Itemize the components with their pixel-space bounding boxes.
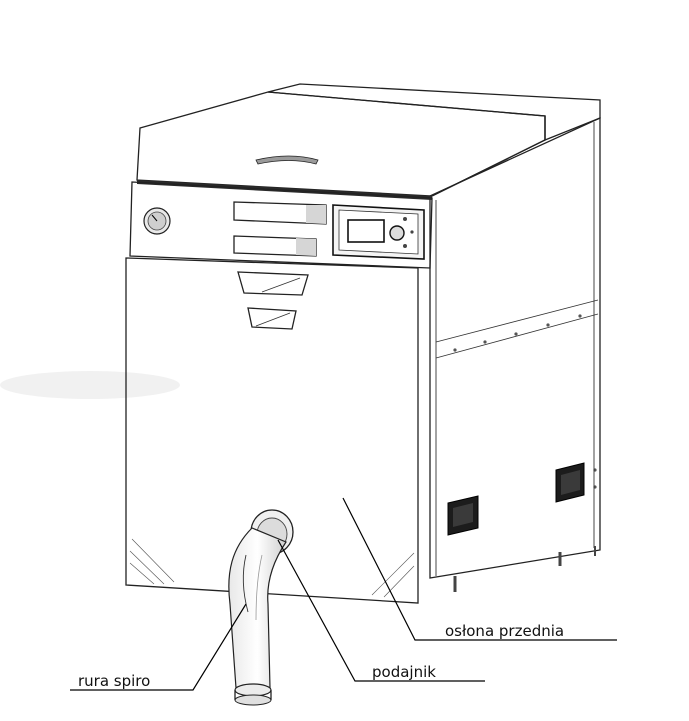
- vent-right: [369, 549, 415, 597]
- leader-oslona: [342, 497, 617, 641]
- leader-lines: [70, 497, 617, 691]
- label-rura-spiro: rura spiro: [78, 672, 150, 690]
- thermometer-gauge-icon: [143, 207, 171, 235]
- control-panel: [129, 181, 433, 269]
- leader-rura: [70, 603, 247, 691]
- side-handle-right: [555, 462, 585, 503]
- controller-display: [332, 204, 425, 260]
- lower-slot-1: [237, 271, 309, 296]
- side-handle-left: [447, 495, 479, 536]
- vent-left: [129, 535, 177, 583]
- front-cover-panel: [125, 257, 419, 604]
- top-cover: [136, 91, 546, 200]
- label-podajnik: podajnik: [372, 663, 436, 681]
- side-panel: [267, 83, 601, 579]
- label-oslona-przednia: osłona przednia: [445, 622, 564, 640]
- lower-slot-2: [247, 307, 297, 330]
- leader-podajnik: [277, 539, 485, 682]
- control-knob-icon: [389, 225, 405, 241]
- spiro-pipe: [228, 527, 287, 706]
- floor-shadow: [0, 371, 180, 399]
- legs: [453, 546, 596, 592]
